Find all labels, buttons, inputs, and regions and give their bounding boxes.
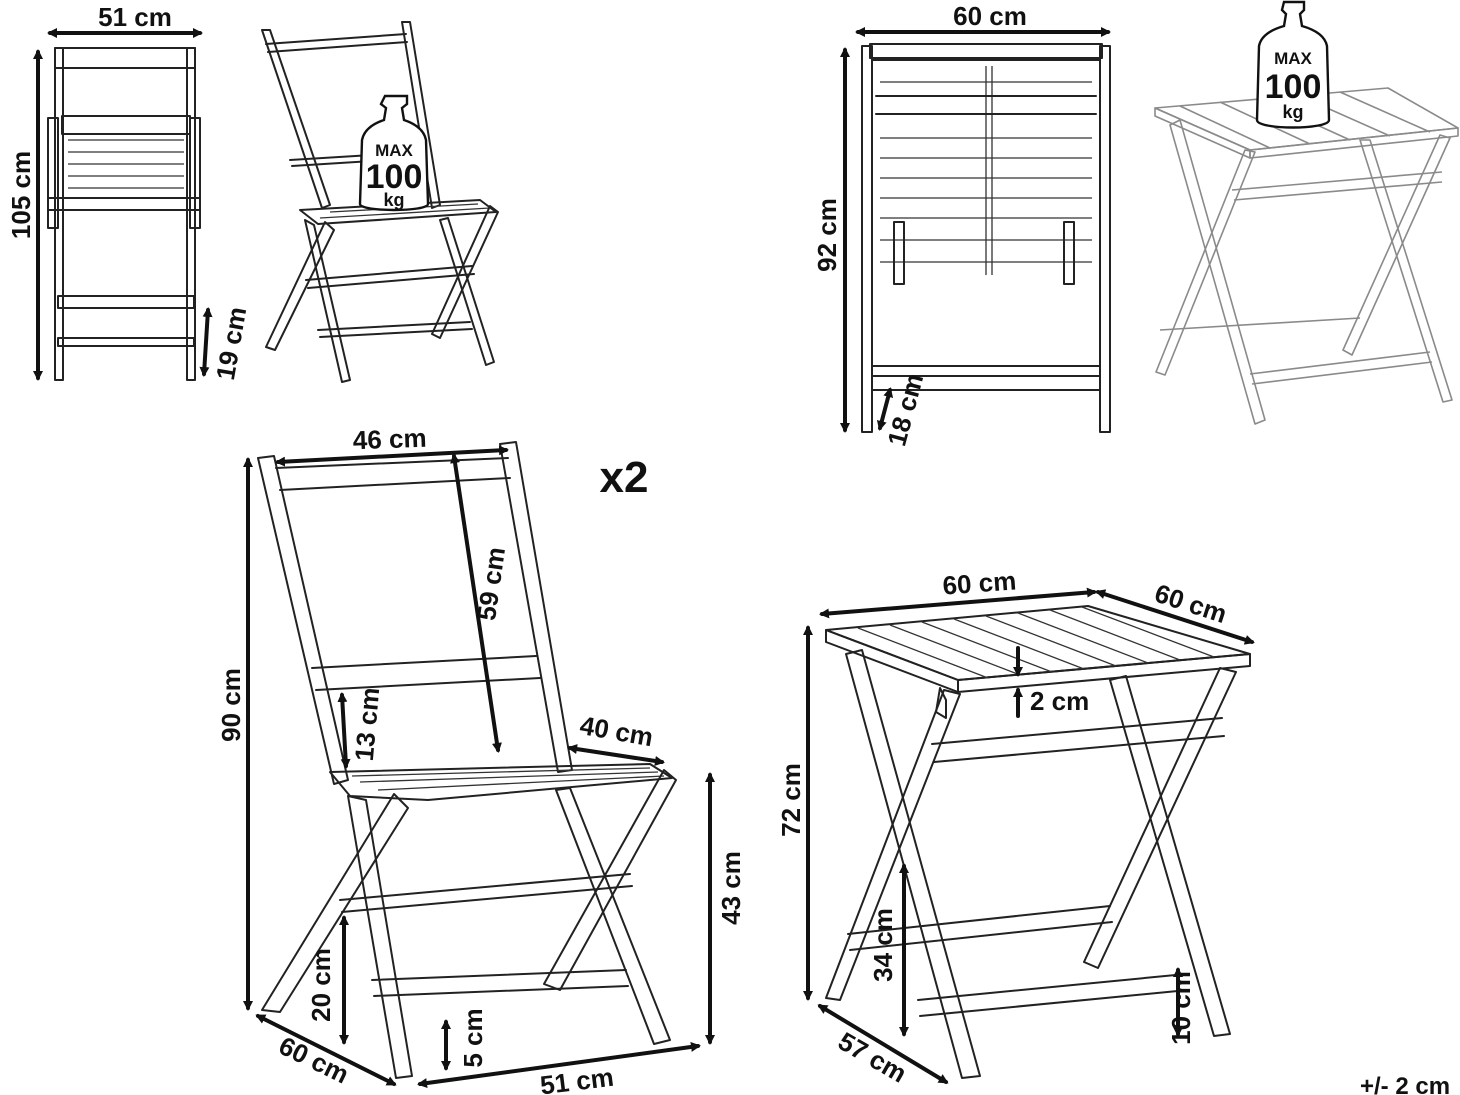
lower-bar-label: 20 cm bbox=[306, 948, 336, 1022]
seat-height-label: 43 cm bbox=[716, 851, 746, 925]
table-depth-arrow bbox=[1095, 589, 1255, 645]
back-width-arrow bbox=[275, 445, 509, 467]
table-height-label: 72 cm bbox=[776, 763, 806, 837]
top-thickness-label: 2 cm bbox=[1030, 686, 1089, 716]
chair-depth-label: 60 cm bbox=[274, 1030, 353, 1089]
folded-leg-arrow bbox=[876, 387, 894, 431]
weight-unit-label: kg bbox=[383, 190, 404, 210]
weight-max-label: MAX bbox=[1274, 49, 1312, 68]
back-width-label: 46 cm bbox=[352, 423, 427, 456]
chair-front-view bbox=[47, 47, 201, 381]
seat-depth-label: 40 cm bbox=[578, 710, 656, 752]
back-height-label: 59 cm bbox=[471, 545, 511, 622]
quantity-label: x2 bbox=[600, 453, 649, 502]
front-width-label: 51 cm bbox=[98, 2, 172, 32]
table-folded-view bbox=[861, 43, 1111, 433]
seat-depth-arrow bbox=[567, 744, 665, 766]
foot-label: 5 cm bbox=[458, 1008, 488, 1067]
weight-badge-table: MAX 100 kg bbox=[1255, 0, 1331, 129]
tolerance-note: +/- 2 cm bbox=[1360, 1073, 1450, 1095]
table-width-label: 60 cm bbox=[942, 565, 1018, 600]
weight-value-label: 100 bbox=[366, 158, 423, 196]
weight-max-label: MAX bbox=[375, 141, 413, 160]
front-leg-arrow bbox=[199, 307, 213, 377]
front-leg-label: 19 cm bbox=[210, 305, 252, 383]
back-gap-label: 13 cm bbox=[349, 686, 385, 762]
chair-depth-arrow bbox=[255, 1014, 397, 1086]
table-base-arrow bbox=[817, 1004, 949, 1084]
table-base-label: 57 cm bbox=[833, 1026, 912, 1089]
table-width-arrow bbox=[819, 587, 1097, 619]
folded-height-label: 92 cm bbox=[812, 198, 842, 272]
table-foot-label: 10 cm bbox=[1166, 971, 1196, 1045]
back-gap-arrow bbox=[337, 692, 351, 769]
table-bar-label: 34 cm bbox=[868, 908, 898, 982]
weight-badge-chair: MAX 100 kg bbox=[358, 94, 430, 212]
front-height-label: 105 cm bbox=[6, 151, 36, 239]
chair-height-label: 90 cm bbox=[216, 668, 246, 742]
weight-unit-label: kg bbox=[1282, 102, 1303, 122]
back-height-arrow bbox=[450, 453, 502, 753]
chair-width-arrow bbox=[417, 1041, 701, 1089]
folded-width-label: 60 cm bbox=[953, 1, 1027, 31]
folded-leg-label: 18 cm bbox=[881, 370, 929, 449]
table-perspective-small bbox=[1154, 87, 1459, 425]
weight-value-label: 100 bbox=[1265, 68, 1322, 106]
